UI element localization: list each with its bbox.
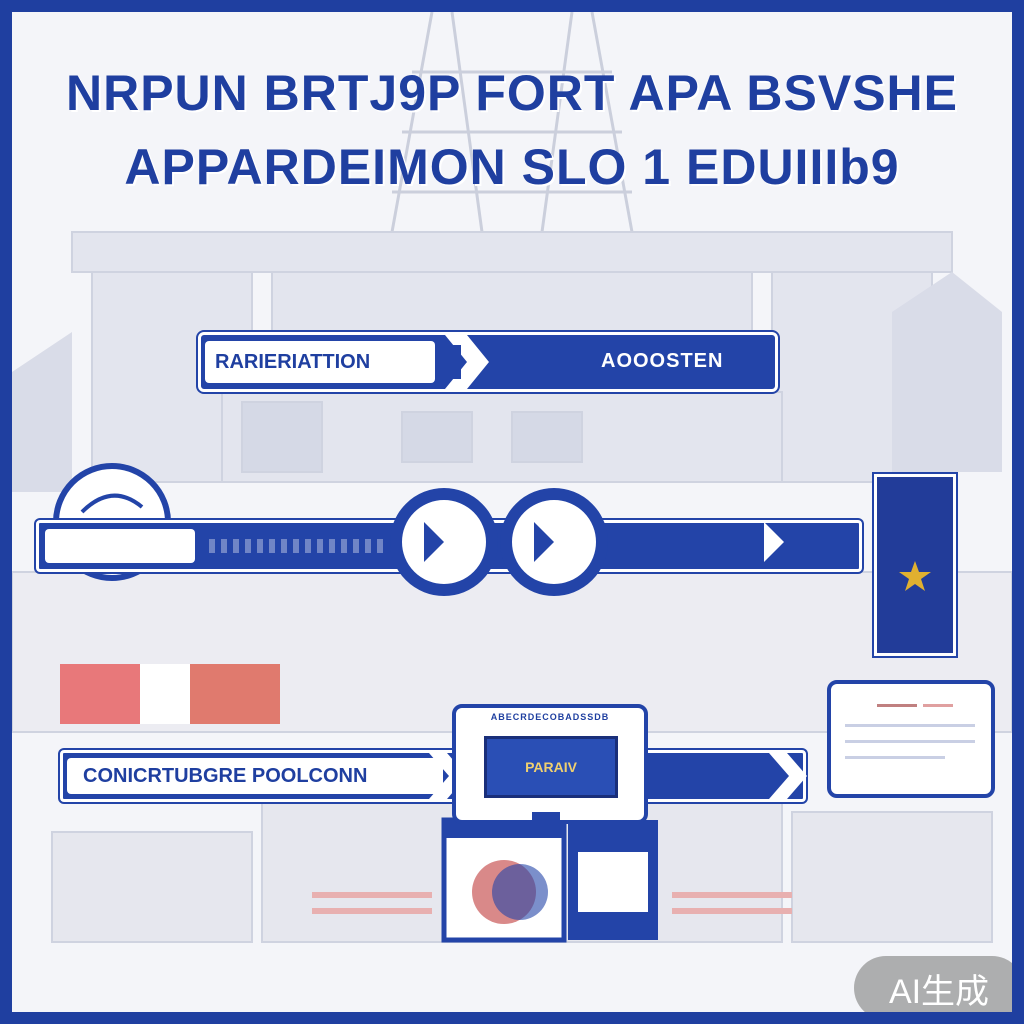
document-line — [845, 756, 945, 759]
background-architecture — [12, 12, 1012, 943]
middle-bar-stripes — [209, 539, 389, 553]
middle-connector-rings — [390, 488, 784, 596]
chevron-right-icon — [769, 753, 807, 799]
monitor-stand — [532, 812, 560, 826]
chevron-right-icon — [424, 522, 444, 562]
document-line — [877, 704, 917, 707]
star-icon — [899, 561, 931, 591]
ai-generated-badge-text: AI生成 — [888, 972, 990, 1011]
bottom-bar: CONICRTUBGRE POOLCONN — [60, 750, 807, 802]
chevron-right-icon — [445, 335, 489, 389]
document-line — [923, 704, 953, 707]
bottom-bar-left-label: CONICRTUBGRE POOLCONN — [67, 758, 443, 794]
document-line — [845, 724, 975, 727]
top-bar-left-text: RARIERIATTION — [215, 350, 371, 373]
monitor-icon: ABECRDECOBADSSDB PARAIV — [452, 704, 648, 826]
bottom-bar-left-text: CONICRTUBGRE POOLCONN — [83, 764, 368, 787]
headline-line-1: NRPUN BRTJ9P FORT APA BSVSHE — [65, 65, 958, 121]
monitor-screen-text: PARAIV — [525, 759, 577, 775]
ai-generated-badge: AI生成 — [854, 956, 1012, 1012]
headline-line-2: APPARDEIMON SLO 1 EDUIIIb9 — [124, 139, 900, 195]
top-bar-right-text: AOOOSTEN — [601, 350, 724, 372]
chevron-right-icon — [764, 522, 784, 562]
document-card — [827, 680, 995, 798]
top-bar: RARIERIATTION AOOOSTEN — [198, 332, 778, 392]
middle-bar-left-block — [45, 529, 195, 563]
chevron-right-icon — [534, 522, 554, 562]
top-bar-left-label: RARIERIATTION — [205, 341, 435, 383]
document-line — [845, 740, 975, 743]
monitor-top-text: ABECRDECOBADSSDB — [490, 712, 610, 722]
star-banner — [874, 474, 956, 656]
monitor-screen: PARAIV — [484, 736, 618, 798]
